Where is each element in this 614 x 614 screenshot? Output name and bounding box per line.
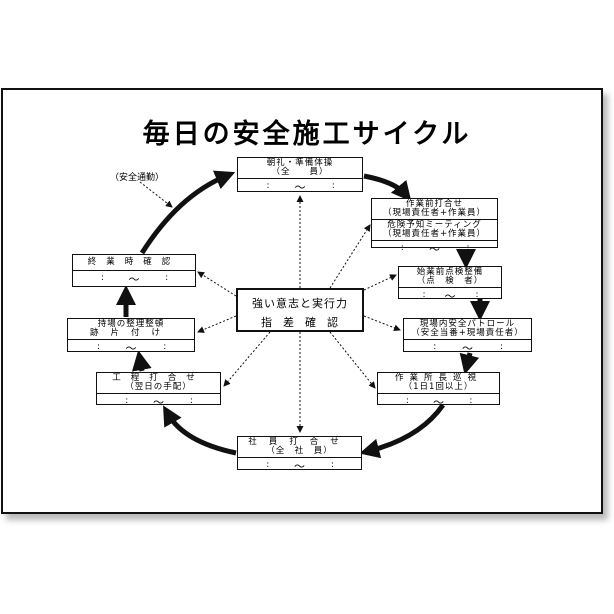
step-title: 作業所長巡視 [394, 373, 482, 383]
time-field[interactable]: :〜: [125, 396, 193, 409]
step-staff-meeting: 社員打合せ（全 社 員） :〜: [237, 436, 362, 473]
step-title: 社員打合せ [248, 437, 351, 447]
time-field[interactable]: :〜: [400, 243, 470, 256]
step-title: 作業前打合せ [405, 199, 463, 209]
dotted-arrow-5 [329, 331, 376, 389]
step-title: 工程打合せ [112, 373, 205, 383]
dotted-arrow-4 [363, 315, 401, 332]
step-pre-start-inspection: 始業前点検整備（点 検 者） :〜: [398, 266, 502, 303]
step-subtitle: （現場責任者+作業員） [382, 208, 487, 218]
step-title: 始業前点検整備 [416, 267, 484, 277]
dotted-arrow-7 [223, 331, 271, 387]
step-subtitle: （1日1回以上） [403, 382, 474, 392]
time-field[interactable]: :〜: [96, 342, 167, 355]
cycle-arrow-7-8 [131, 350, 152, 372]
cycle-arrow-5-6 [359, 403, 446, 459]
step-pre-work-meeting: 作業前打合せ（現場責任者+作業員） 危険予知ミーティング（現場責任者+作業員） … [371, 198, 498, 256]
dotted-arrow-3 [363, 274, 397, 291]
step-title: 現場内安全パトロール [419, 319, 516, 329]
center-principle-box: 強い意志と実行力 指差確認 [236, 288, 364, 332]
time-field[interactable]: :〜: [405, 396, 473, 409]
center-line-2: 指差確認 [261, 316, 349, 329]
dotted-arrow-9 [197, 271, 237, 297]
step-title: 持場の整理整頓 [97, 319, 165, 329]
step-tidy-up: 持場の整理整頓跡片付け :〜: [67, 318, 195, 355]
step-subtitle: （点 検 者） [416, 276, 484, 286]
dotted-arrow-2 [329, 224, 371, 289]
cycle-arrow-9-1 [139, 170, 236, 255]
diagram-title: 毎日の安全施工サイクル [142, 119, 472, 150]
step-subtitle: 跡片付け [89, 328, 172, 338]
step-title: 朝礼・準備体操 [266, 158, 334, 168]
time-field[interactable]: :〜: [433, 342, 504, 355]
step-schedule-meeting: 工程打合せ（翌日の手配） :〜: [96, 372, 221, 409]
step-morning-assembly: 朝礼・準備体操（全 員） :〜: [237, 157, 363, 194]
step-end-of-day-check: 終業時確認 :〜: [72, 254, 196, 287]
cycle-arrow-6-7 [163, 405, 237, 456]
commute-note: （安全通勤） [110, 173, 165, 183]
step-subtitle: （全 社 員） [266, 446, 333, 456]
step-title: 終業時確認 [87, 257, 181, 267]
cycle-arrow-4-5 [459, 352, 480, 375]
time-field[interactable]: :〜: [101, 273, 169, 286]
step-subtitle: （翌日の手配） [125, 382, 192, 392]
step-title-2: 危険予知ミーティング [387, 220, 482, 230]
time-field[interactable]: :〜: [266, 181, 335, 194]
time-field[interactable]: :〜: [422, 290, 479, 303]
cycle-arrow-1-2 [363, 173, 412, 202]
step-manager-inspection: 作業所長巡視（1日1回以上） :〜: [377, 372, 500, 409]
step-subtitle: （安全当番+現場責任者） [411, 328, 524, 338]
step-site-patrol: 現場内安全パトロール（安全当番+現場責任者） :〜: [403, 318, 532, 355]
time-field[interactable]: :〜: [266, 460, 334, 473]
dotted-arrow-note [139, 181, 173, 208]
step-subtitle: （全 員） [271, 167, 329, 177]
center-line-1: 強い意志と実行力 [252, 297, 348, 310]
step-subtitle-2: （現場責任者+作業員） [382, 229, 487, 239]
dotted-arrow-8 [197, 315, 237, 333]
